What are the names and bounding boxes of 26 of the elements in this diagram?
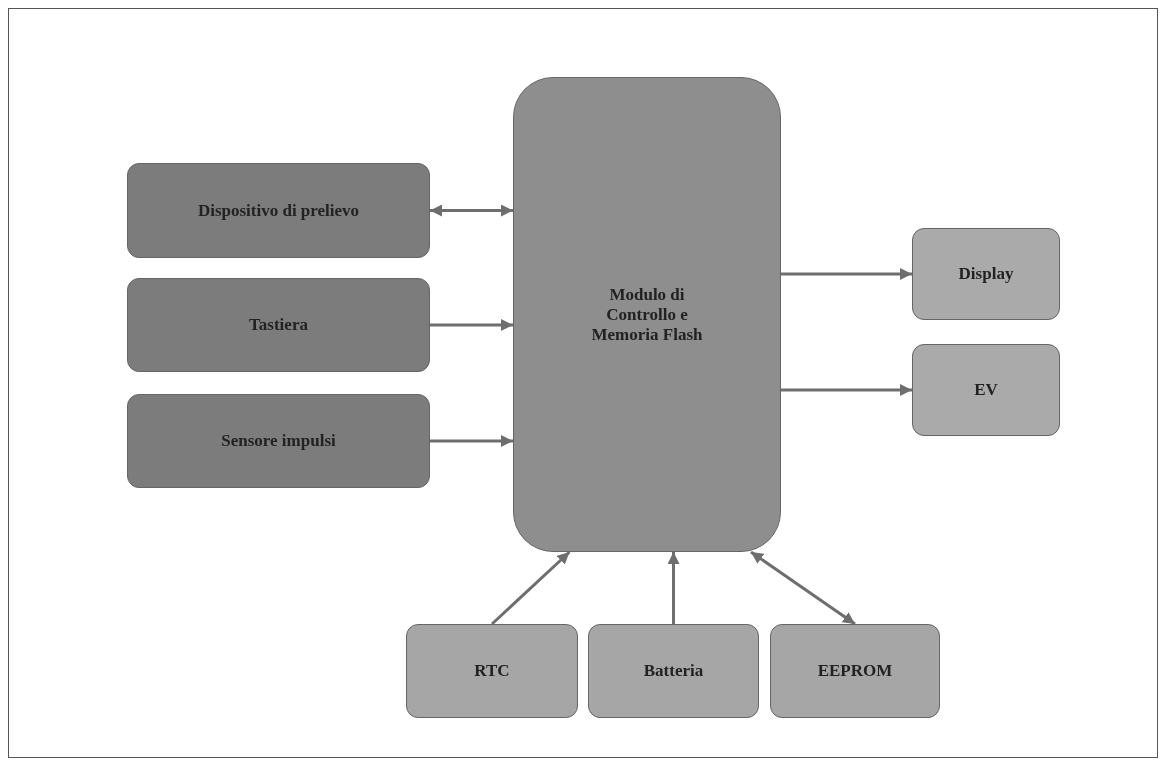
component-box: [770, 624, 940, 718]
arrow: [750, 550, 856, 626]
component-box: [588, 624, 759, 718]
arrow: [667, 552, 680, 624]
component-box: [406, 624, 578, 718]
arrow: [781, 268, 912, 280]
component-box: [127, 394, 430, 488]
node-label: Dispositivo di prelievo: [197, 200, 360, 221]
node-label: Tastiera: [249, 315, 308, 335]
node-label: Sensore impulsi: [221, 431, 336, 451]
arrow: [490, 550, 571, 626]
component-box: [912, 344, 1060, 436]
arrow: [430, 435, 513, 447]
control-module-box: [513, 77, 781, 552]
node-label: Batteria: [643, 661, 704, 681]
component-box: [127, 163, 430, 258]
node-label: EV: [974, 380, 998, 400]
component-box: [912, 228, 1060, 320]
node-label: EEPROM: [817, 661, 893, 681]
arrow: [781, 384, 912, 396]
node-label: Display: [958, 264, 1014, 284]
node-label: Modulo di Controllo e Memoria Flash: [590, 284, 704, 345]
component-box: [127, 278, 430, 372]
node-label: RTC: [474, 661, 510, 681]
arrow: [430, 319, 513, 331]
arrow: [430, 204, 513, 217]
